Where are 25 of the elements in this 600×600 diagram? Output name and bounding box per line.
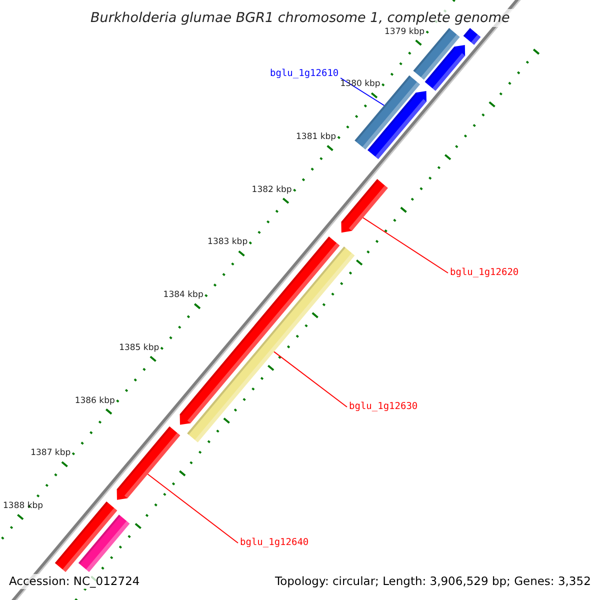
leader-line xyxy=(274,351,348,408)
scale-label: 1388 kbp xyxy=(3,500,44,511)
scale-label: 1382 kbp xyxy=(252,184,292,195)
gene-feature xyxy=(424,45,466,91)
gene-feature xyxy=(54,502,118,572)
leader-line xyxy=(147,474,238,544)
gene-label: bglu_1g12610 xyxy=(270,68,339,80)
scale-label: 1387 kbp xyxy=(30,448,71,458)
genome-info-note: Topology: circular; Length: 3,906,529 bp; Genes: 3,352 xyxy=(273,574,593,589)
accession-note: Accession: NC_012724 xyxy=(7,574,142,589)
gene-feature xyxy=(116,426,180,500)
gene-feature xyxy=(368,91,426,160)
scale-label: 1379 kbp xyxy=(384,26,425,37)
gene-label: bglu_1g12640 xyxy=(240,537,309,549)
gene-label: bglu_1g12630 xyxy=(349,401,418,413)
scale-label: 1384 kbp xyxy=(163,290,204,300)
scale-label: 1386 kbp xyxy=(74,396,115,406)
gene-label: bglu_1g12620 xyxy=(450,267,519,279)
gene-feature xyxy=(463,28,481,45)
gene-feature xyxy=(78,514,130,572)
scale-label: 1385 kbp xyxy=(119,342,160,353)
scale-label: 1381 kbp xyxy=(296,132,336,142)
scale-label: 1383 kbp xyxy=(208,237,248,248)
leader-line xyxy=(362,217,448,274)
gene-feature xyxy=(341,179,388,233)
